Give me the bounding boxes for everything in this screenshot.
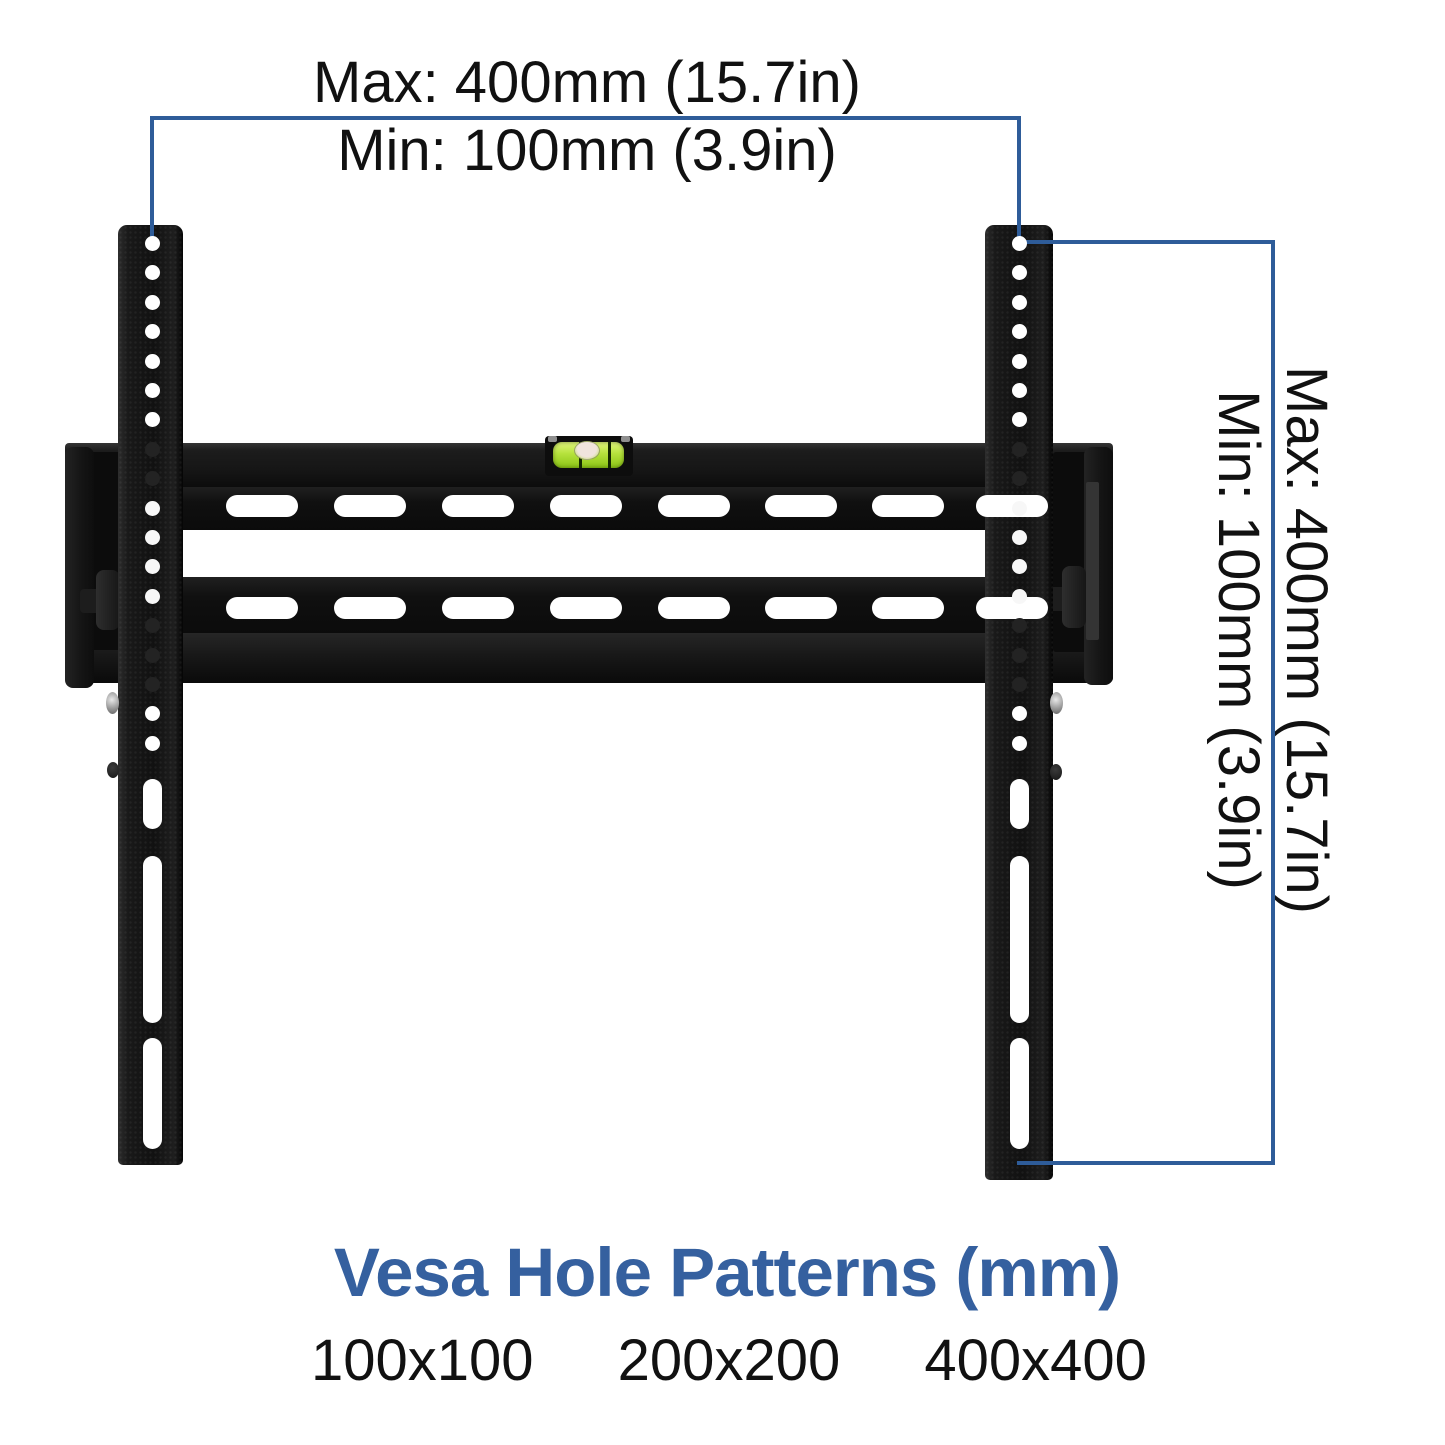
right-bracket-hole <box>1011 382 1027 398</box>
right-bracket-hole <box>1011 588 1027 604</box>
plate-slot-upper <box>550 495 622 517</box>
left-bracket-hole <box>144 441 160 457</box>
left-bracket-hole <box>144 529 160 545</box>
right-bracket-hole <box>1011 676 1027 692</box>
level-clip-right <box>621 436 630 442</box>
right-bracket-lower-screw <box>1050 764 1062 780</box>
plate-slot-lower <box>334 597 406 619</box>
plate-slot-upper <box>442 495 514 517</box>
level-mark <box>608 442 611 468</box>
plate-slot-lower <box>976 597 1048 619</box>
right-bracket-screw <box>1050 692 1063 714</box>
left-bracket-hole <box>144 294 160 310</box>
right-bracket-hole <box>1011 500 1027 516</box>
top-dimension-left-drop <box>150 116 154 246</box>
right-bracket-slot <box>1009 779 1029 829</box>
left-bracket-screw <box>106 692 119 714</box>
right-bracket-hole <box>1011 647 1027 663</box>
side-min-label: Min: 100mm (3.9in) <box>1206 390 1271 890</box>
right-tension-knob <box>1062 566 1086 628</box>
plate-slot-lower <box>550 597 622 619</box>
left-bracket-hole <box>144 264 160 280</box>
right-bracket-hole <box>1011 441 1027 457</box>
left-bracket-hole <box>144 353 160 369</box>
vesa-pattern-100x100: 100x100 <box>311 1328 534 1393</box>
plate-slot-upper <box>872 495 944 517</box>
vesa-patterns-list: 100x100 200x200 400x400 <box>277 1331 1177 1391</box>
plate-slot-upper <box>658 495 730 517</box>
left-bracket-slot <box>142 856 162 1023</box>
left-bracket-slot <box>142 779 162 829</box>
right-bracket-hole <box>1011 323 1027 339</box>
left-bracket-hole <box>144 588 160 604</box>
left-tension-knob <box>96 570 120 630</box>
plate-slot-lower <box>658 597 730 619</box>
left-bracket-hole <box>144 617 160 633</box>
vesa-pattern-200x200: 200x200 <box>617 1328 841 1393</box>
left-bracket-hole <box>144 705 160 721</box>
plate-left-endcap <box>65 447 94 688</box>
plate-slot-lower <box>872 597 944 619</box>
side-dimension-bottom-stub <box>1017 1161 1275 1165</box>
right-bracket-hole <box>1011 529 1027 545</box>
bubble-level-vial <box>553 441 624 468</box>
left-bracket-lower-screw <box>107 762 119 778</box>
top-min-label: Min: 100mm (3.9in) <box>337 118 837 183</box>
right-bracket-hole <box>1011 558 1027 574</box>
vesa-pattern-400x400: 400x400 <box>924 1328 1147 1393</box>
plate-slot-lower <box>442 597 514 619</box>
side-dimension-labels: Max: 400mm (15.7in) Min: 100mm (3.9in) <box>1204 360 1340 920</box>
left-bracket-hole <box>144 500 160 516</box>
top-dimension-line <box>150 116 1021 120</box>
vesa-patterns-heading: Vesa Hole Patterns (mm) <box>333 1234 1121 1311</box>
plate-slot-lower <box>226 597 298 619</box>
right-bracket-slot <box>1009 1038 1029 1149</box>
top-dimension-right-drop <box>1017 116 1021 246</box>
right-bracket-hole <box>1011 411 1027 427</box>
right-bracket-hole <box>1011 617 1027 633</box>
right-bracket-hole <box>1011 294 1027 310</box>
side-dimension-line <box>1271 240 1275 1165</box>
side-max-label: Max: 400mm (15.7in) <box>1274 366 1339 914</box>
right-bracket-hole <box>1011 470 1027 486</box>
level-bubble <box>574 441 600 460</box>
left-bracket-slot <box>142 1038 162 1149</box>
left-bracket-hole <box>144 323 160 339</box>
left-bracket-hole <box>144 470 160 486</box>
left-bracket-hole <box>144 382 160 398</box>
left-bracket-hole <box>144 676 160 692</box>
right-bracket-hole <box>1011 264 1027 280</box>
plate-right-inner-edge <box>1086 482 1099 640</box>
right-bracket-hole <box>1011 353 1027 369</box>
left-bracket-hole <box>144 558 160 574</box>
right-bracket-slot <box>1009 856 1029 1023</box>
wall-plate-bottom-skirt <box>65 633 1113 683</box>
right-bracket-hole <box>1011 735 1027 751</box>
plate-slot-upper <box>226 495 298 517</box>
top-max-label: Max: 400mm (15.7in) <box>313 50 861 115</box>
left-bracket-hole <box>144 735 160 751</box>
left-bracket-hole <box>144 411 160 427</box>
side-dimension-top-stub <box>1019 240 1275 244</box>
right-bracket-hole <box>1011 705 1027 721</box>
bubble-level <box>545 436 633 476</box>
plate-slot-lower <box>765 597 837 619</box>
right-bracket-hole <box>1011 235 1027 251</box>
left-bracket-hole <box>144 235 160 251</box>
plate-slot-upper <box>334 495 406 517</box>
level-clip-left <box>548 436 557 442</box>
plate-slot-upper <box>765 495 837 517</box>
left-bracket-hole <box>144 647 160 663</box>
